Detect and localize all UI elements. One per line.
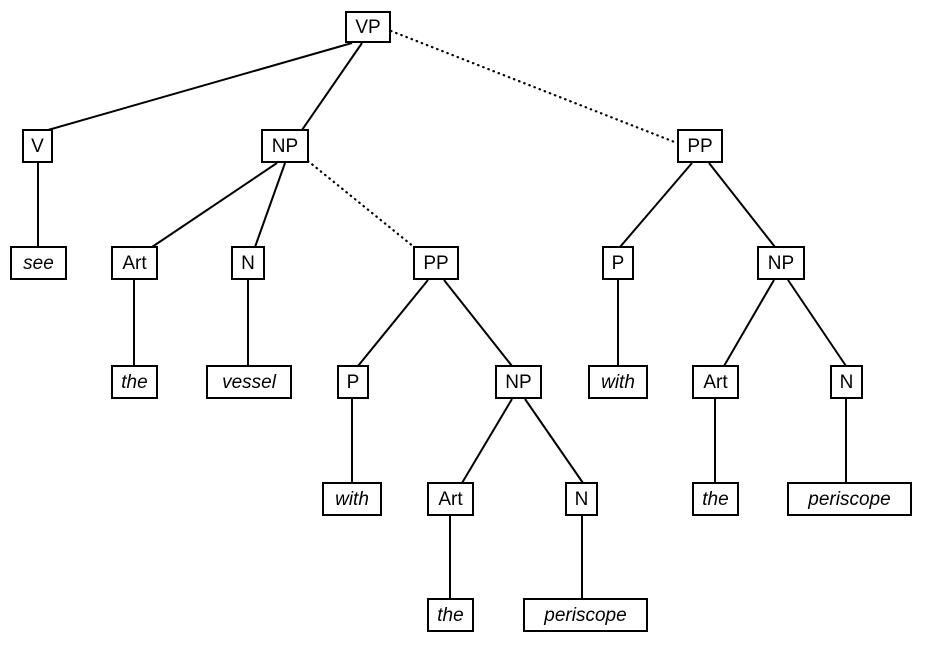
tree-edge-np_lo-to-art_lo (461, 398, 513, 484)
tree-edge-np_hi-to-n_hi (787, 279, 847, 367)
category-node-p_lo: P (337, 365, 369, 399)
category-node-vp: VP (345, 11, 391, 43)
tree-edge-pp_hi-to-np_hi (708, 162, 776, 248)
category-node-n1: N (231, 246, 265, 280)
leaf-node-persc_lo: periscope (523, 598, 648, 632)
tree-edge-np1-to-pp_lo (306, 159, 416, 249)
tree-edge-vp-to-v (47, 42, 353, 131)
category-node-np_hi: NP (757, 246, 805, 280)
leaf-node-the_lo: the (427, 598, 474, 632)
tree-edge-np_lo-to-n_lo (524, 398, 584, 484)
category-node-v: V (22, 129, 53, 163)
category-node-art_hi: Art (692, 365, 739, 399)
category-node-p_hi: P (602, 246, 634, 280)
leaf-node-the_hi: the (692, 482, 739, 516)
category-node-np_lo: NP (495, 365, 542, 399)
leaf-node-vessel: vessel (206, 365, 292, 399)
leaf-node-the1: the (111, 365, 158, 399)
tree-edge-vp-to-np1 (301, 42, 363, 131)
category-node-pp_lo: PP (413, 246, 459, 280)
category-node-n_hi: N (830, 365, 863, 399)
tree-edge-pp_lo-to-np_lo (443, 279, 513, 367)
tree-edge-np1-to-art1 (151, 162, 278, 248)
tree-edge-pp_lo-to-p_lo (357, 279, 429, 367)
category-node-pp_hi: PP (677, 129, 723, 163)
leaf-node-see: see (10, 246, 67, 280)
category-node-art1: Art (111, 246, 158, 280)
tree-edge-pp_hi-to-p_hi (619, 162, 693, 248)
category-node-art_lo: Art (427, 482, 474, 516)
tree-edge-vp-to-pp_hi (389, 29, 679, 145)
tree-edge-np1-to-n1 (254, 162, 286, 248)
tree-edge-np_hi-to-art_hi (723, 279, 775, 367)
leaf-node-with_lo: with (322, 482, 382, 516)
category-node-n_lo: N (565, 482, 598, 516)
category-node-np1: NP (261, 129, 309, 163)
leaf-node-with_hi: with (588, 365, 648, 399)
leaf-node-persc_hi: periscope (787, 482, 912, 516)
